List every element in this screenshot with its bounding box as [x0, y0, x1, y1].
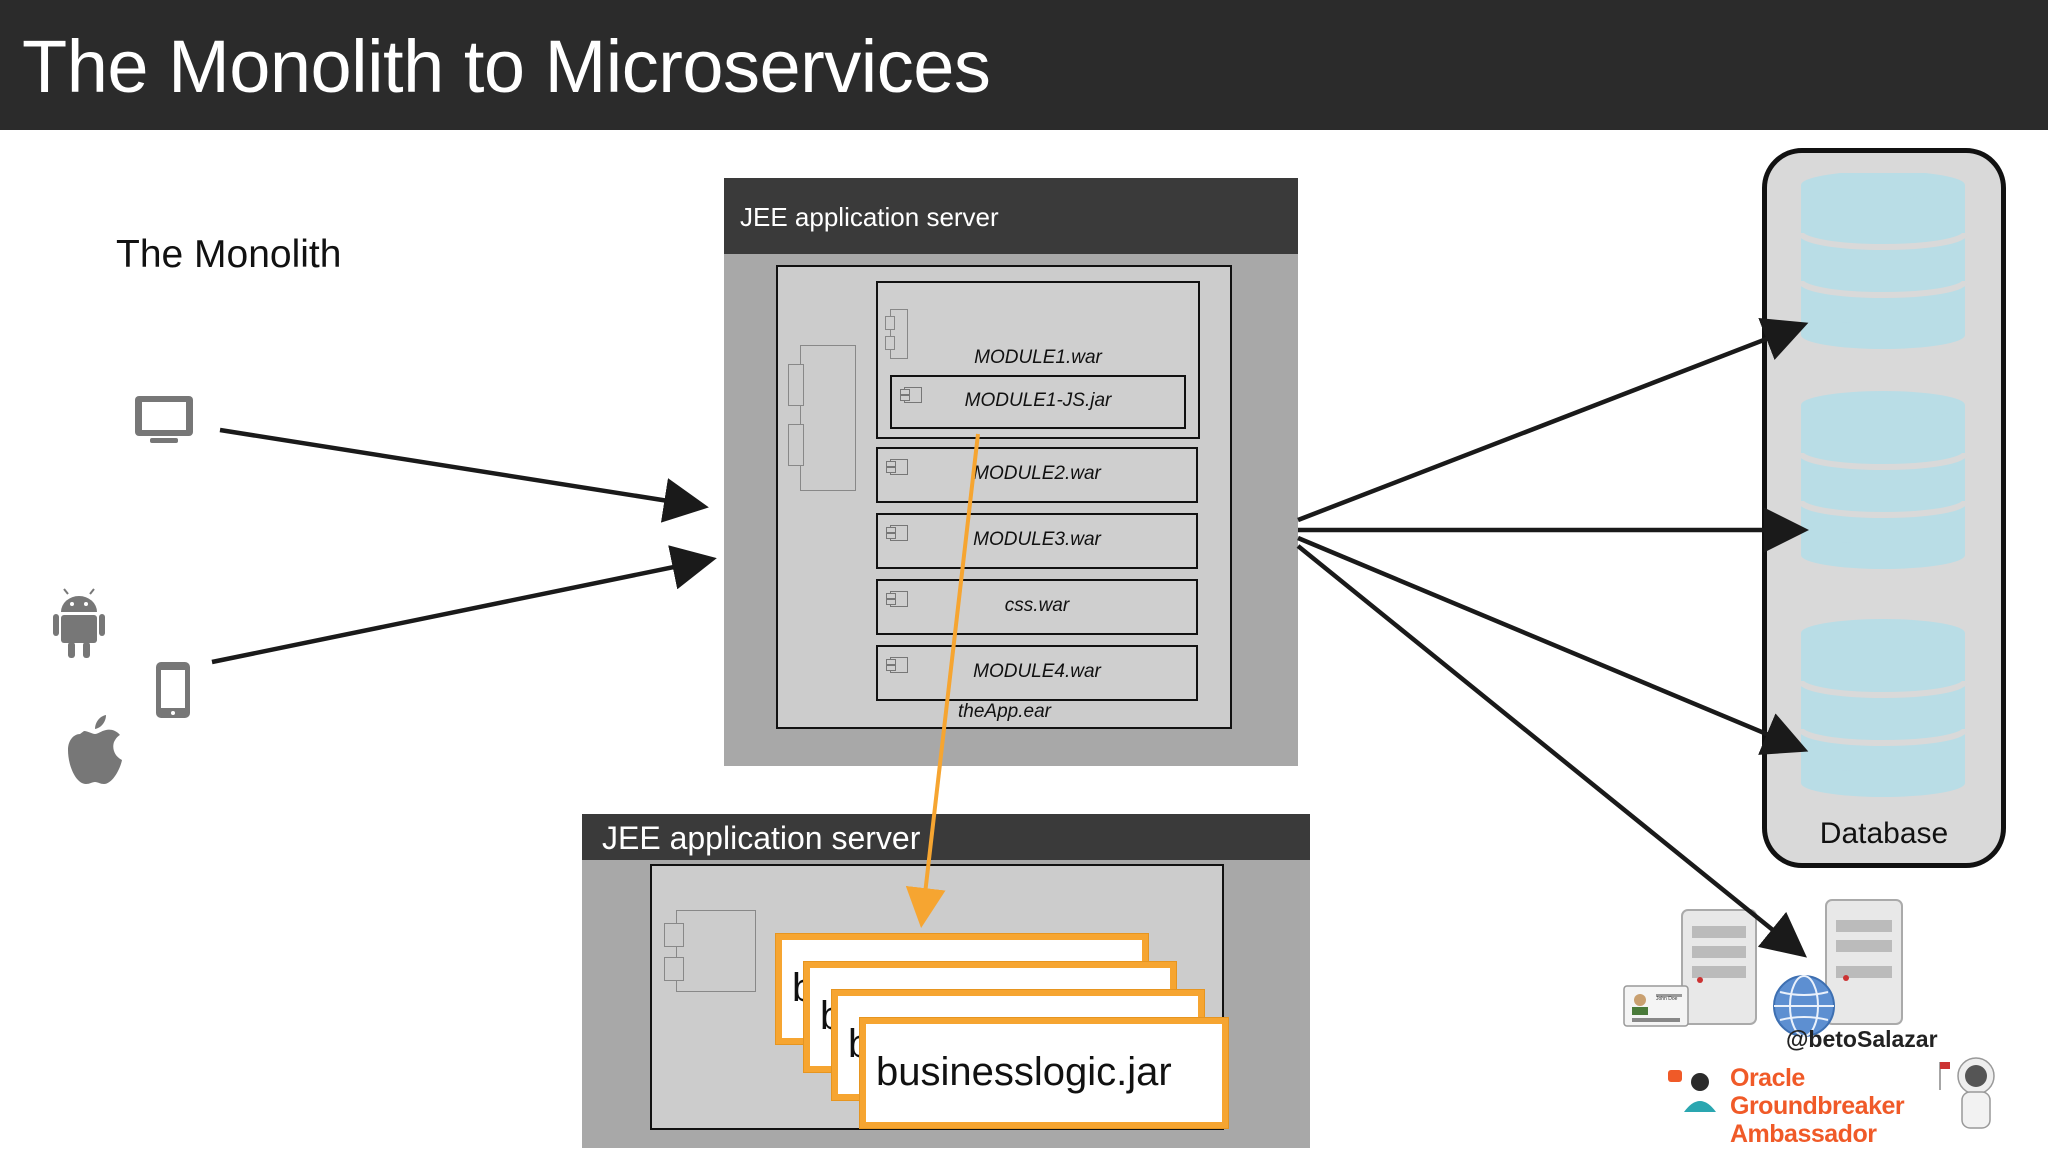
database-cylinders [1798, 173, 1968, 797]
database-label: Database [1819, 817, 1949, 850]
module1-label: MODULE1.war [974, 347, 1102, 368]
astronaut-icon [1939, 1057, 1995, 1129]
server-to-db1-arrow [1297, 317, 1809, 523]
database-container: Database [1762, 148, 2006, 868]
db-cylinder-2 [1798, 391, 1968, 569]
desktop-icon [135, 396, 193, 443]
component-icon [886, 657, 908, 673]
bottom-server-title: JEE application server [602, 820, 921, 856]
module4-war: MODULE4.war [876, 645, 1198, 701]
bottom-component-icon [664, 910, 756, 992]
component-icon [900, 387, 922, 403]
desktop-to-server-arrow [219, 427, 709, 523]
title-bar: The Monolith to Microservices [0, 0, 2048, 130]
server-tower-icon [1681, 909, 1757, 1025]
handle-text: @betoSalazar [1786, 1026, 1938, 1052]
mobile-to-server-arrow [211, 545, 717, 665]
top-app-server: JEE application server MODULE1.war MODUL… [724, 178, 1298, 766]
ambassador-person-icon [1668, 1070, 1716, 1112]
ear-container: MODULE1.war MODULE1-JS.jar MODULE2.war M… [776, 265, 1232, 729]
module3-war: MODULE3.war [876, 513, 1198, 569]
svg-text:John Doe: John Doe [1656, 996, 1678, 1002]
component-icon [886, 591, 908, 607]
db-cylinder-3 [1798, 619, 1968, 797]
component-icon [886, 525, 908, 541]
component-icon [886, 459, 908, 475]
badge-line-ambassador: Ambassador [1730, 1120, 1877, 1148]
module1-war: MODULE1.war MODULE1-JS.jar [876, 281, 1200, 439]
id-card-icon [1623, 985, 1689, 1027]
businesslogic-jar-label: businesslogic.jar [876, 1050, 1172, 1094]
id-card-text: John Doe [1656, 996, 1678, 1002]
bottom-server-header: JEE application server [582, 814, 1310, 860]
server-to-db3-arrow [1297, 535, 1809, 755]
slide-title: The Monolith to Microservices [22, 25, 991, 108]
subtitle: The Monolith [116, 233, 342, 276]
css-war-label: css.war [1004, 595, 1070, 616]
ear-label: theApp.ear [958, 701, 1051, 722]
server-tower-icon [1825, 899, 1903, 1025]
top-server-header: JEE application server [724, 178, 1298, 254]
server-to-remote-server-arrow [1296, 544, 1807, 958]
module2-label: MODULE2.war [973, 463, 1101, 484]
module2-war: MODULE2.war [876, 447, 1198, 503]
module3-label: MODULE3.war [973, 529, 1101, 550]
top-server-title: JEE application server [740, 202, 999, 232]
android-icon [53, 588, 105, 658]
apple-icon [68, 715, 122, 784]
css-war: css.war [876, 579, 1198, 635]
db-cylinder-1 [1798, 173, 1968, 349]
module1-js-jar: MODULE1-JS.jar [890, 375, 1186, 429]
badge-line-groundbreaker: Groundbreaker [1730, 1092, 1905, 1120]
mobile-phone-icon [156, 662, 190, 718]
module1-js-label: MODULE1-JS.jar [964, 390, 1112, 411]
ear-component-icon [788, 345, 856, 491]
module1-component-icon [885, 309, 908, 359]
businesslogic-jar-card: businesslogic.jar [860, 1018, 1228, 1128]
module4-label: MODULE4.war [973, 661, 1101, 682]
badge-line-oracle: Oracle [1730, 1064, 1805, 1092]
